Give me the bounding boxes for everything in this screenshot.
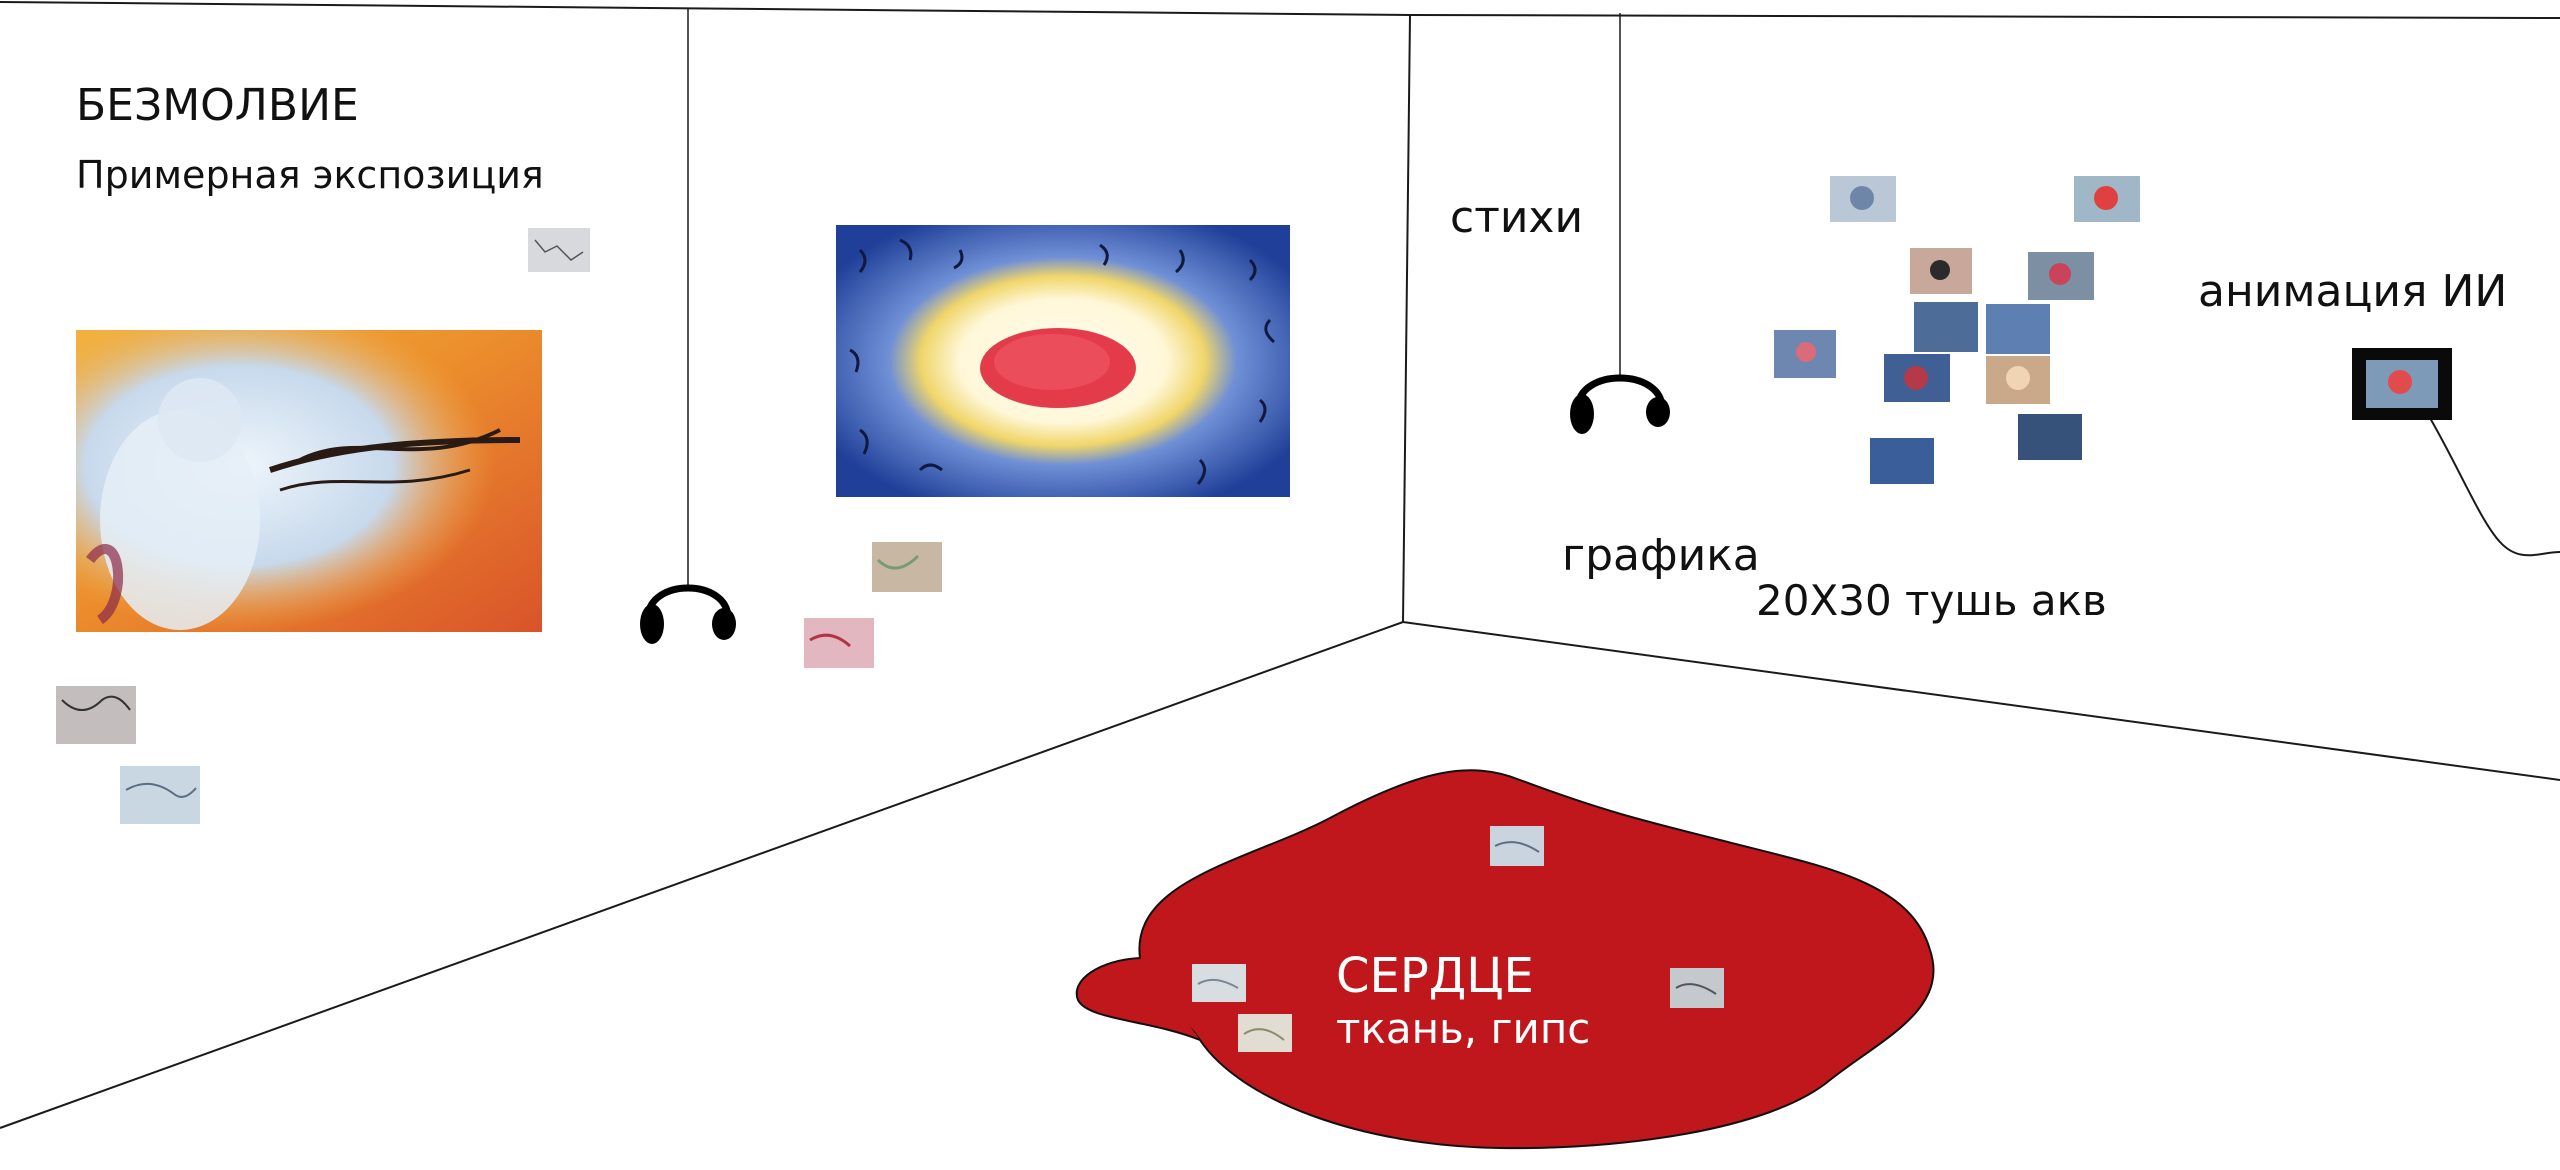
animation-screen [2352, 348, 2452, 420]
animation-label: анимация ИИ [2198, 266, 2508, 317]
artwork-thumb [1914, 302, 1978, 352]
headphones-icon [640, 584, 736, 644]
artwork-thumb [872, 542, 942, 592]
heart-blob [1138, 769, 1935, 1150]
small-artworks-left [56, 228, 942, 824]
exhibition-title: БЕЗМОЛВИЕ [76, 80, 359, 131]
graphics-spec-label: 20Х30 тушь акв [1756, 576, 2107, 625]
heart-title: СЕРДЦЕ [1336, 948, 1534, 1004]
artwork-thumb [1870, 438, 1934, 484]
painting-orange [76, 330, 542, 632]
painting-blue [836, 225, 1290, 497]
heart-materials: ткань, гипс [1336, 1004, 1591, 1053]
animation-cable [2429, 417, 2560, 557]
graphics-label: графика [1562, 530, 1760, 581]
heart-installation [1075, 769, 1935, 1150]
room-lines [0, 1, 2560, 1129]
artwork-thumb [528, 228, 590, 272]
ceiling-line-right [1409, 14, 2560, 19]
poems-label: стихи [1450, 192, 1584, 243]
floor-line-right [1402, 621, 2560, 781]
floor-line-left [0, 621, 1404, 1129]
graphics-cluster [1774, 176, 2140, 484]
artwork-thumb [804, 618, 874, 668]
ceiling-line-left [0, 1, 1411, 16]
artwork-thumb [56, 686, 136, 744]
artwork-thumb [2018, 414, 2082, 460]
artwork-thumb [1986, 304, 2050, 354]
headphones-icon [1570, 374, 1670, 434]
exhibition-subtitle: Примерная экспозиция [76, 153, 544, 197]
artwork-thumb [1490, 826, 1544, 866]
corner-line [1402, 14, 1411, 623]
artwork-thumb [1670, 968, 1724, 1008]
